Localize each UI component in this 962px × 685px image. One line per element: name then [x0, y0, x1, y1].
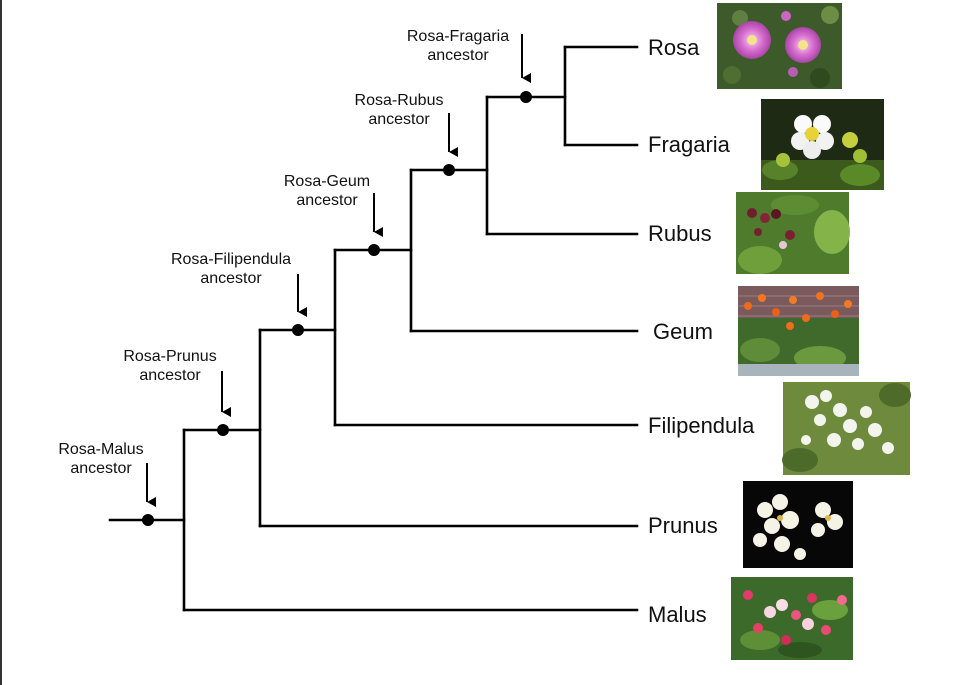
ancestor-labels: Rosa-Fragaria ancestor Rosa-Rubus ancest… — [58, 28, 509, 477]
node-rosa-malus — [142, 514, 154, 526]
left-border — [0, 0, 2, 685]
label-rosa-fragaria-line1: Rosa-Fragaria — [407, 28, 509, 45]
taxon-fragaria: Fragaria — [648, 132, 731, 157]
photo-geum — [738, 286, 859, 376]
label-rosa-prunus-line1: Rosa-Prunus — [123, 348, 216, 365]
ancestor-arrows — [146, 34, 531, 507]
label-rosa-malus-line2: ancestor — [70, 460, 132, 477]
node-rosa-rubus — [443, 164, 455, 176]
taxon-rosa: Rosa — [648, 35, 700, 60]
taxon-labels: Rosa Fragaria Rubus Geum Filipendula Pru… — [648, 35, 755, 627]
taxon-prunus: Prunus — [648, 513, 718, 538]
photo-fragaria — [761, 99, 884, 190]
node-rosa-filipendula — [292, 324, 304, 336]
label-rosa-prunus-line2: ancestor — [139, 367, 201, 384]
taxon-geum: Geum — [653, 319, 713, 344]
photo-prunus — [743, 481, 853, 568]
taxon-rubus: Rubus — [648, 221, 712, 246]
ancestor-nodes — [142, 91, 532, 526]
node-rosa-prunus — [217, 424, 229, 436]
taxon-malus: Malus — [648, 602, 707, 627]
node-rosa-geum — [368, 244, 380, 256]
label-rosa-malus-line1: Rosa-Malus — [58, 441, 143, 458]
taxon-filipendula: Filipendula — [648, 413, 755, 438]
label-rosa-rubus-line2: ancestor — [368, 111, 430, 128]
photo-malus — [731, 577, 853, 660]
label-rosa-fragaria-line2: ancestor — [427, 47, 489, 64]
label-rosa-filipendula-line2: ancestor — [200, 270, 262, 287]
photo-rosa — [717, 3, 842, 89]
tree-branches — [108, 45, 639, 612]
label-rosa-geum-line1: Rosa-Geum — [284, 173, 370, 190]
label-rosa-filipendula-line1: Rosa-Filipendula — [171, 251, 291, 268]
label-rosa-rubus-line1: Rosa-Rubus — [355, 92, 444, 109]
node-rosa-fragaria — [520, 91, 532, 103]
photo-filipendula — [782, 382, 911, 475]
label-rosa-geum-line2: ancestor — [296, 192, 358, 209]
photo-rubus — [736, 192, 850, 274]
